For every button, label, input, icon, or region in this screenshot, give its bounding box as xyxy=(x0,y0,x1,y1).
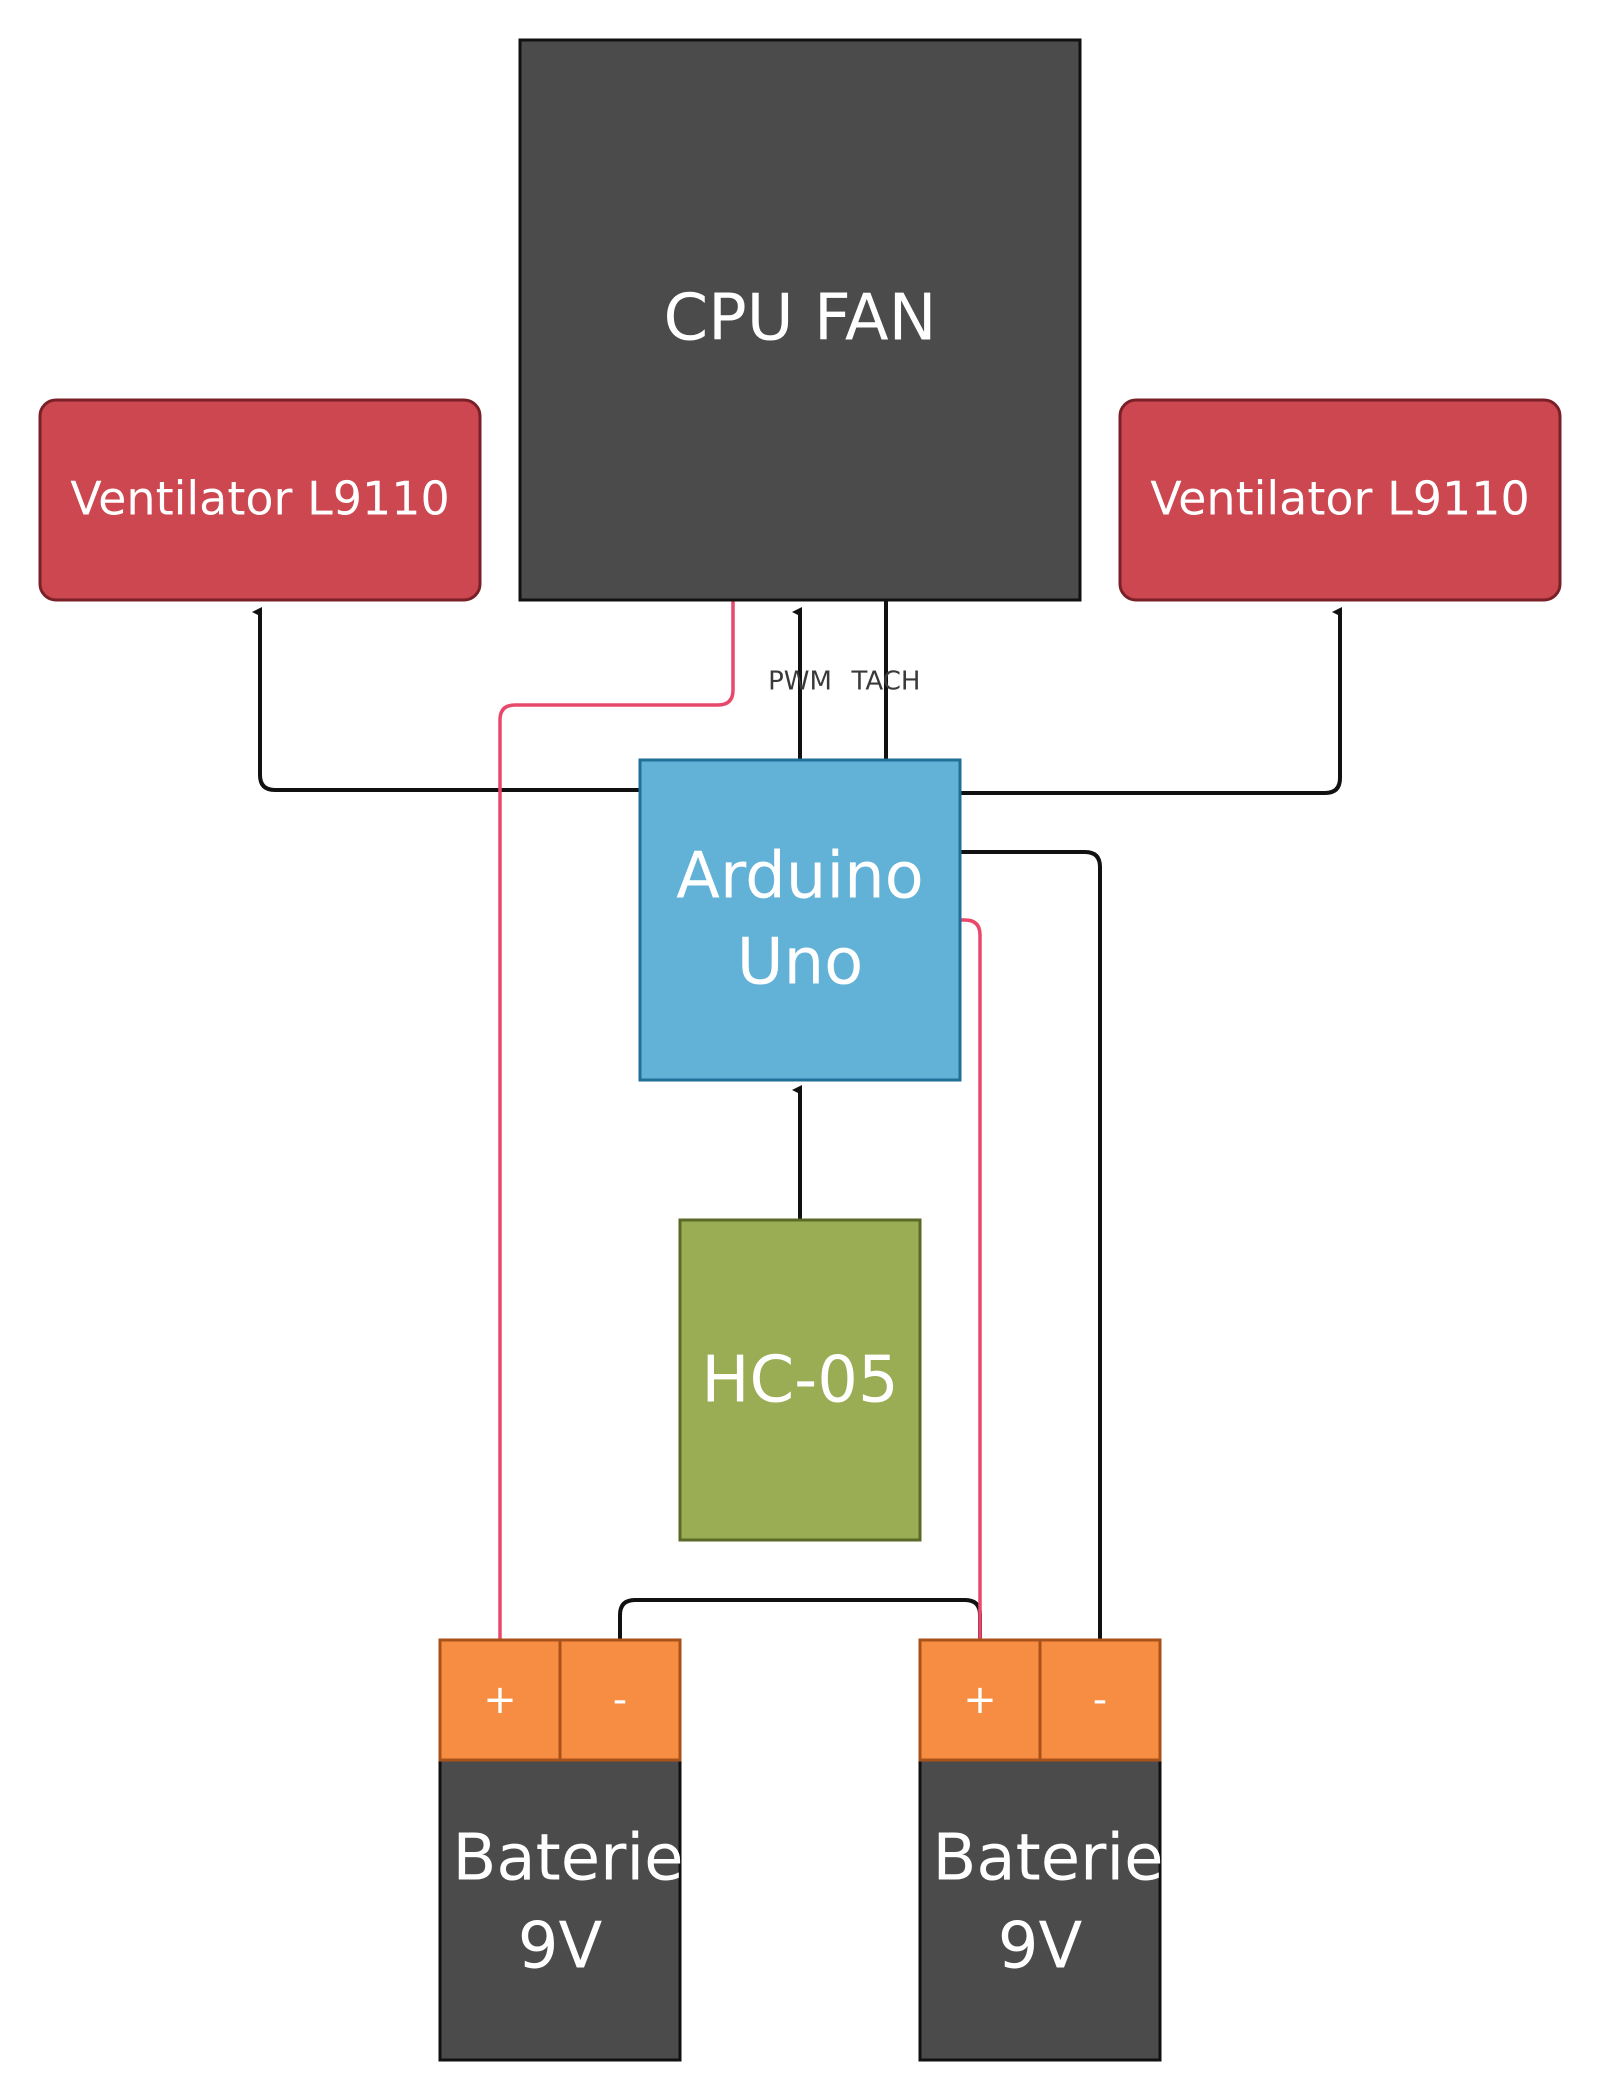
battery-right-minus-terminal xyxy=(1038,1638,1162,1762)
wire-battery-series-link xyxy=(618,1598,982,1640)
battery-right-node: + - Baterie 9V xyxy=(918,1638,1164,2062)
arduino-label-line1: Arduino xyxy=(676,840,924,914)
arduino-box xyxy=(638,758,962,1082)
battery-left-plus-terminal xyxy=(438,1638,562,1762)
arduino-node: Arduino Uno xyxy=(638,758,962,1082)
battery-left-plus-label: + xyxy=(483,1677,517,1723)
ventilator-left-box xyxy=(38,398,482,602)
battery-right-plus-terminal xyxy=(918,1638,1042,1762)
cpu-fan-label: CPU FAN xyxy=(663,282,936,356)
ventilator-left-node: Ventilator L9110 xyxy=(38,398,482,602)
wire-arduino-to-battery-right-minus xyxy=(960,850,1102,1640)
wire-arduino-to-ventilator-left xyxy=(252,607,640,792)
ventilator-right-node: Ventilator L9110 xyxy=(1118,398,1562,602)
battery-left-body xyxy=(438,1758,682,2062)
pwm-label: PWM xyxy=(768,667,832,697)
battery-left-label-line1: Baterie xyxy=(452,1822,683,1896)
wire-red-battery-right-to-arduino xyxy=(960,918,982,1640)
battery-left-label-line2: 9V xyxy=(518,1910,603,1984)
hc05-node: HC-05 xyxy=(678,1218,922,1542)
battery-left-minus-label: - xyxy=(613,1677,627,1723)
cpu-fan-node: CPU FAN xyxy=(518,38,1082,602)
wire-red-battery-left-to-cpu-fan xyxy=(498,600,735,1640)
hc05-label: HC-05 xyxy=(701,1344,898,1418)
ventilator-right-box xyxy=(1118,398,1562,602)
ventilator-left-label: Ventilator L9110 xyxy=(70,472,450,526)
arduino-label-line2: Uno xyxy=(737,926,864,1000)
battery-right-plus-label: + xyxy=(963,1677,997,1723)
wire-arduino-to-ventilator-right xyxy=(960,607,1342,795)
hc05-box xyxy=(678,1218,922,1542)
cpu-fan-box xyxy=(518,38,1082,602)
battery-right-label-line1: Baterie xyxy=(932,1822,1163,1896)
battery-left-minus-terminal xyxy=(558,1638,682,1762)
battery-right-minus-label: - xyxy=(1093,1677,1107,1723)
tach-label: TACH xyxy=(851,667,921,697)
ventilator-right-label: Ventilator L9110 xyxy=(1150,472,1530,526)
battery-right-label-line2: 9V xyxy=(998,1910,1083,1984)
battery-left-node: + - Baterie 9V xyxy=(438,1638,684,2062)
